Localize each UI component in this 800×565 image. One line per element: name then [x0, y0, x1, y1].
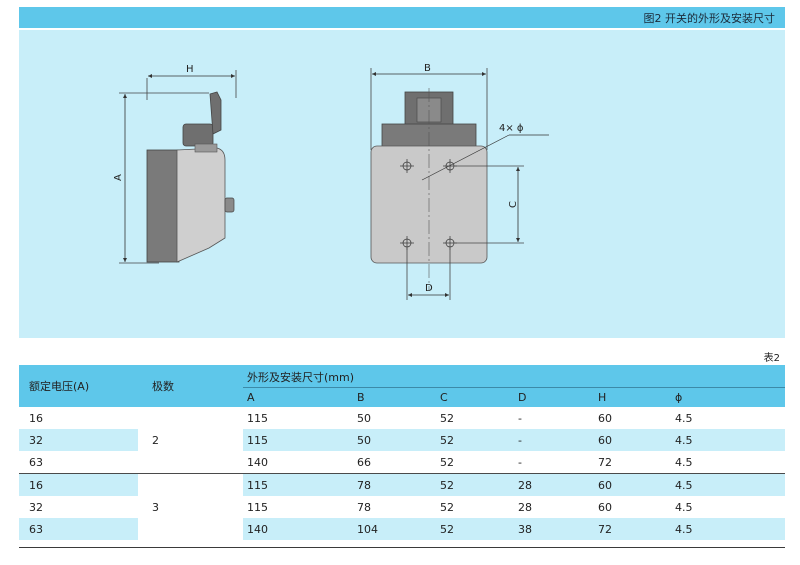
figure-title: 图2 开关的外形及安装尺寸 [643, 12, 776, 25]
table-row: 32 115 50 52 - 60 4.5 [19, 429, 785, 451]
cell-c: 52 [440, 455, 454, 469]
cell-phi: 4.5 [675, 455, 693, 469]
figure-panel: H A B 4× ϕ [19, 30, 785, 338]
cell-poles: 3 [138, 473, 243, 540]
cell-d: - [518, 411, 522, 425]
cell-h: 60 [594, 473, 671, 496]
table-row: 63 140 66 52 - 72 4.5 [19, 451, 785, 474]
cell-b: 104 [353, 518, 436, 540]
cell-phi: 4.5 [671, 518, 785, 540]
cell-d: 28 [514, 473, 594, 496]
cell-d: - [518, 455, 522, 469]
cell-c: 52 [436, 518, 514, 540]
dimension-table: 额定电压(A) 极数 外形及安装尺寸(mm) A B C D H ϕ 16 2 … [19, 365, 785, 540]
cell-a: 115 [243, 429, 353, 451]
header-dimensions-group: 外形及安装尺寸(mm) [247, 370, 355, 384]
cell-a: 115 [247, 500, 268, 514]
cell-rated: 63 [19, 518, 138, 540]
cell-phi: 4.5 [675, 411, 693, 425]
cell-rated: 32 [29, 500, 43, 514]
cell-rated: 16 [29, 411, 43, 425]
cell-c: 52 [440, 500, 454, 514]
table-bottom-rule [19, 547, 785, 548]
cell-d: 28 [518, 500, 532, 514]
cell-a: 115 [247, 411, 268, 425]
cell-c: 52 [436, 473, 514, 496]
cell-rated: 16 [19, 473, 138, 496]
cell-c: 52 [436, 429, 514, 451]
dim-label-b: B [424, 63, 431, 74]
cell-a: 115 [243, 473, 353, 496]
dim-label-c: C [508, 201, 519, 208]
table-row: 16 2 115 50 52 - 60 4.5 [19, 407, 785, 474]
side-view: H A [113, 64, 237, 264]
header-col-h: H [594, 386, 671, 407]
cell-h: 72 [594, 518, 671, 540]
cell-rated: 32 [19, 429, 138, 451]
header-col-c: C [436, 386, 514, 407]
cell-h: 60 [598, 500, 612, 514]
cell-d: 38 [514, 518, 594, 540]
dim-label-phi: 4× ϕ [499, 123, 524, 134]
cell-c: 52 [440, 411, 454, 425]
header-poles: 极数 [152, 380, 174, 393]
header-col-b: B [353, 386, 436, 407]
cell-b: 66 [357, 455, 371, 469]
cell-phi: 4.5 [675, 500, 693, 514]
cell-phi: 4.5 [671, 429, 785, 451]
header-rated-current: 额定电压(A) [29, 380, 90, 393]
table-row: 32 115 78 52 28 60 4.5 [19, 496, 785, 518]
cell-b: 78 [357, 500, 371, 514]
cell-h: 72 [598, 455, 612, 469]
cell-h: 60 [598, 411, 612, 425]
header-col-d: D [514, 386, 594, 407]
cell-a: 140 [247, 455, 268, 469]
cell-phi: 4.5 [671, 473, 785, 496]
cell-b: 78 [353, 473, 436, 496]
header-col-a: A [243, 386, 353, 407]
cell-b: 50 [353, 429, 436, 451]
dim-label-a: A [113, 174, 124, 181]
figure-header-bar: 图2 开关的外形及安装尺寸 [19, 7, 785, 28]
front-view: B 4× ϕ C D [370, 63, 549, 300]
dimension-drawing: H A B 4× ϕ [113, 63, 549, 300]
cell-b: 50 [357, 411, 371, 425]
cell-poles: 2 [138, 407, 243, 474]
cell-d: - [514, 429, 594, 451]
cell-rated: 63 [29, 455, 43, 469]
table-label: 表2 [763, 353, 780, 364]
table-row: 63 140 104 52 38 72 4.5 [19, 518, 785, 540]
dim-label-d: D [425, 283, 433, 294]
dim-label-h: H [186, 64, 194, 75]
header-col-phi: ϕ [671, 386, 785, 407]
cell-h: 60 [594, 429, 671, 451]
cell-a: 140 [243, 518, 353, 540]
table-row: 16 3 115 78 52 28 60 4.5 [19, 473, 785, 540]
